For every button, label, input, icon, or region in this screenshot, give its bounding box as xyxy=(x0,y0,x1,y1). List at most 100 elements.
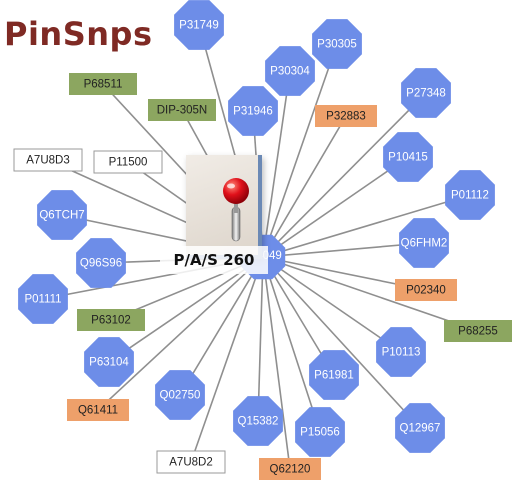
node-label: P10415 xyxy=(388,152,428,164)
node-p10113[interactable]: P10113 xyxy=(376,327,426,377)
node-p27348[interactable]: P27348 xyxy=(401,68,451,118)
octagon-node-shape xyxy=(395,403,445,453)
node-p01111[interactable]: P01111 xyxy=(18,274,68,324)
octagon-node-shape xyxy=(155,370,205,420)
node-label: P68255 xyxy=(458,326,498,338)
node-dip-305n[interactable]: DIP-305N xyxy=(148,99,216,121)
edge-p30304 xyxy=(262,70,291,258)
octagon-node-shape xyxy=(383,132,433,182)
rect-node-shape xyxy=(93,150,163,174)
node-label: P30305 xyxy=(317,39,357,51)
octagon-node-shape xyxy=(174,0,224,50)
rect-node-shape xyxy=(444,320,512,342)
octagon-node-shape xyxy=(84,337,134,387)
node-a7u8d3[interactable]: A7U8D3 xyxy=(13,148,83,172)
octagon-node-shape xyxy=(18,274,68,324)
node-label: P63104 xyxy=(89,357,129,369)
node-a7u8d2[interactable]: A7U8D2 xyxy=(156,450,226,474)
node-p32883[interactable]: P32883 xyxy=(315,105,377,127)
node-label: P01112 xyxy=(451,190,489,202)
edge-q02750 xyxy=(179,256,264,396)
node-label: A7U8D2 xyxy=(169,457,212,469)
rect-node-shape xyxy=(395,279,457,301)
octagon-node-shape xyxy=(76,238,126,288)
node-p30305[interactable]: P30305 xyxy=(312,19,362,69)
node-label: P11500 xyxy=(109,157,148,169)
octagon-node-shape xyxy=(401,68,451,118)
octagon-node-shape xyxy=(295,407,345,457)
edge-p63104 xyxy=(108,256,264,363)
node-q6fhm2[interactable]: Q6FHM2 xyxy=(399,218,449,268)
rect-node-shape xyxy=(67,399,129,421)
node-q6tch7[interactable]: Q6TCH7 xyxy=(37,190,87,240)
node-label: Q61411 xyxy=(78,405,118,417)
node-label: P30304 xyxy=(270,66,310,78)
node-label: P31749 xyxy=(179,20,219,32)
node-q62120[interactable]: Q62120 xyxy=(259,458,321,480)
node-p30304[interactable]: P30304 xyxy=(265,46,315,96)
node-q15382[interactable]: Q15382 xyxy=(233,396,283,446)
rect-node-shape xyxy=(77,309,145,331)
node-label: P31946 xyxy=(233,106,273,118)
edge-p68255 xyxy=(262,256,479,332)
node-label: P63102 xyxy=(91,315,131,327)
node-p01112[interactable]: P01112 xyxy=(445,170,495,220)
rect-node-shape xyxy=(13,148,83,172)
node-label: P02340 xyxy=(406,285,446,297)
node-label: Q96S96 xyxy=(80,258,122,270)
edge-q61411 xyxy=(97,256,264,411)
node-label: P10113 xyxy=(382,347,421,359)
node-p61981[interactable]: P61981 xyxy=(309,350,359,400)
node-p63104[interactable]: P63104 xyxy=(84,337,134,387)
node-p31749[interactable]: P31749 xyxy=(174,0,224,50)
edge-q62120 xyxy=(262,256,291,470)
edge-q15382 xyxy=(257,256,264,422)
node-p10415[interactable]: P10415 xyxy=(383,132,433,182)
node-p11500[interactable]: P11500 xyxy=(93,150,163,174)
octagon-node-shape xyxy=(376,327,426,377)
node-label: Q6FHM2 xyxy=(401,238,448,250)
node-label: P01111 xyxy=(24,294,61,306)
node-p31946[interactable]: P31946 xyxy=(228,86,278,136)
node-q02750[interactable]: Q02750 xyxy=(155,370,205,420)
hub-pin-card[interactable] xyxy=(186,155,262,259)
edge-p01112 xyxy=(262,194,471,258)
node-q96s96[interactable]: Q96S96 xyxy=(76,238,126,288)
node-p68511[interactable]: P68511 xyxy=(69,73,137,95)
rect-node-shape xyxy=(69,73,137,95)
edge-p32883 xyxy=(262,115,347,258)
node-q61411[interactable]: Q61411 xyxy=(67,399,129,421)
octagon-node-shape xyxy=(265,46,315,96)
octagon-node-shape xyxy=(445,170,495,220)
octagon-node-shape xyxy=(37,190,87,240)
octagon-node-shape xyxy=(309,350,359,400)
node-p02340[interactable]: P02340 xyxy=(395,279,457,301)
hub-pin-label: P/A/S 260 xyxy=(160,246,268,274)
node-p15056[interactable]: P15056 xyxy=(295,407,345,457)
node-label: P68511 xyxy=(84,79,123,91)
edge-q12967 xyxy=(262,256,421,429)
rect-node-shape xyxy=(259,458,321,480)
app-title: PinSnps xyxy=(4,15,153,53)
node-label: A7U8D3 xyxy=(26,155,69,167)
node-label: P27348 xyxy=(406,88,446,100)
octagon-node-shape xyxy=(233,396,283,446)
edge-q6fhm2 xyxy=(262,242,425,258)
node-label: Q12967 xyxy=(400,423,441,435)
node-label: Q62120 xyxy=(270,464,311,476)
node-label: P32883 xyxy=(326,111,366,123)
map-pin-icon xyxy=(223,178,249,242)
octagon-node-shape xyxy=(228,86,278,136)
node-p63102[interactable]: P63102 xyxy=(77,309,145,331)
node-q12967[interactable]: Q12967 xyxy=(395,403,445,453)
node-p68255[interactable]: P68255 xyxy=(444,320,512,342)
node-label: Q15382 xyxy=(238,416,279,428)
edge-p30305 xyxy=(262,43,338,258)
edge-p10113 xyxy=(262,256,402,353)
edge-p15056 xyxy=(262,256,321,433)
rect-node-shape xyxy=(148,99,216,121)
edge-p10415 xyxy=(262,156,409,258)
edge-p27348 xyxy=(262,92,427,258)
octagon-node-shape xyxy=(399,218,449,268)
